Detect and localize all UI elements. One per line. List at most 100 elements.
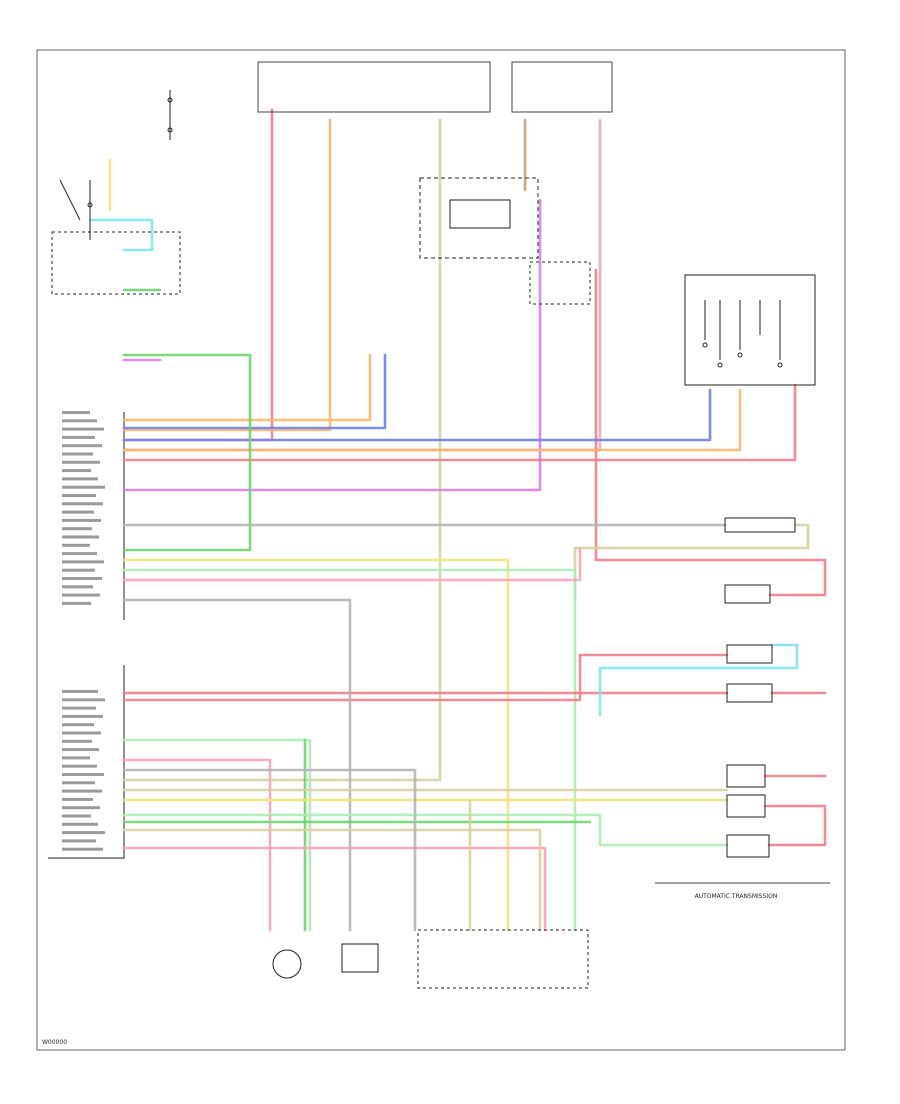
pcm-pin-label <box>62 797 93 801</box>
wire-tan-18 <box>573 523 810 602</box>
pcm-pin-label <box>62 411 90 414</box>
pcm-pin-label <box>62 427 104 431</box>
wire-lightgreen-32 <box>122 813 729 847</box>
pcm-pin-label <box>62 585 93 589</box>
wire-pink-21 <box>122 546 582 582</box>
wire-gray-38 <box>122 768 417 932</box>
pcm-pin-label <box>62 781 95 785</box>
wire-pink-26 <box>122 758 272 932</box>
wire-lightgreen-20 <box>122 568 577 932</box>
pcm-pin-label <box>62 847 103 851</box>
brake-switch-box <box>51 231 181 295</box>
pcm-module-outline <box>48 412 125 859</box>
wire-tan-2 <box>122 118 442 782</box>
wire-blue-11 <box>122 353 387 430</box>
pcm-pin-label <box>62 748 99 752</box>
pcm-pin-label <box>62 723 94 727</box>
right-components <box>724 517 796 858</box>
pcm-pin-label <box>62 593 100 597</box>
pcm-pin-label <box>62 731 101 735</box>
pcm-pin-label <box>62 543 90 547</box>
brake-switch-assembly <box>59 90 173 240</box>
wire-yellow-19 <box>122 558 510 932</box>
pcm-pin-label <box>62 756 90 760</box>
instrument-cluster-box <box>419 177 539 259</box>
pressure-control-solenoid <box>726 644 773 664</box>
wire-orange-10 <box>122 353 372 422</box>
pcm-pin-label <box>62 764 97 768</box>
pcm-pin-label <box>62 577 102 580</box>
pcm-pin-label <box>62 485 105 489</box>
pcm-pin-labels <box>62 411 105 851</box>
pcm-pin-label <box>62 831 105 835</box>
wire-pink-34 <box>122 846 547 932</box>
wire-tan-37 <box>122 828 542 932</box>
wire-pink-5 <box>122 118 602 452</box>
pcm-pin-label <box>62 444 102 448</box>
pcm-pin-label <box>62 601 91 605</box>
pcm-pin-label <box>62 535 99 539</box>
pcm-pin-label <box>62 452 93 456</box>
cluster-indicator-box <box>449 199 511 229</box>
pcm-pin-label <box>62 518 101 522</box>
pcm-pin-label <box>62 502 103 506</box>
wire-red-23 <box>122 653 729 702</box>
trans-fluid-temp-sensor <box>341 943 379 973</box>
pcm-pin-label <box>62 552 97 556</box>
pcm-pin-label <box>62 568 95 572</box>
wire-red-36 <box>763 804 827 847</box>
pcm-pin-label <box>62 714 103 718</box>
pcm-pin-label <box>62 494 96 497</box>
wire-cyan-13 <box>88 218 154 252</box>
shift-solenoid-a <box>726 764 766 788</box>
pcm-pin-label <box>62 789 102 793</box>
pcm-pin-label <box>62 460 100 464</box>
trans-range-switch-contacts <box>702 300 783 368</box>
wire-cyan-24 <box>598 643 799 717</box>
bottom-components <box>272 929 589 989</box>
pcm-pin-label <box>62 806 100 810</box>
diagram-frame <box>36 49 846 1051</box>
pcm-pin-label <box>62 419 97 423</box>
pcm-pin-label <box>62 839 96 843</box>
pcm-pin-label <box>62 435 95 439</box>
figure-code: W00000 <box>42 1039 67 1046</box>
vss-sensor <box>724 517 796 533</box>
footer-note: AUTOMATIC TRANSMISSION <box>695 893 778 900</box>
wire-magenta-4 <box>122 198 542 492</box>
wire-gray-29 <box>122 598 352 932</box>
ect-sensor <box>272 949 302 979</box>
tcc-solenoid <box>726 683 773 703</box>
shift-solenoid-b <box>726 794 766 818</box>
pcm-pin-label <box>62 814 91 818</box>
pcm-pin-label <box>62 706 96 710</box>
pcm-pin-label <box>62 510 94 514</box>
pcm-pin-label <box>62 527 92 531</box>
wire-red-9 <box>122 383 797 462</box>
wire-group <box>88 108 827 932</box>
wire-orange-1 <box>122 118 332 432</box>
output-speed-sensor <box>724 584 771 604</box>
pcm-pin-label <box>62 698 105 702</box>
fuse-block-left <box>257 61 491 113</box>
wire-orange-8 <box>122 388 742 452</box>
pcm-pin-label <box>62 690 98 693</box>
pcm-pin-label <box>62 477 98 481</box>
pcm-pin-label <box>62 469 91 473</box>
top-fuse-feeds <box>257 61 613 113</box>
pcm-pin-label <box>62 822 98 826</box>
pcm-pin-label <box>62 739 92 743</box>
trans-range-switch-box <box>684 274 816 386</box>
wire-green-15 <box>122 353 252 552</box>
wire-red-6 <box>594 268 827 597</box>
fuse-block-right <box>511 61 613 113</box>
pcm-pin-label <box>62 560 104 564</box>
wire-blue-7 <box>122 388 712 442</box>
wire-lightgreen-27 <box>122 738 312 932</box>
body-module-box <box>529 261 591 305</box>
pcm-pin-label <box>62 773 104 776</box>
pressure-switch-manifold <box>417 929 589 989</box>
tcc-pwm-solenoid <box>726 834 770 858</box>
